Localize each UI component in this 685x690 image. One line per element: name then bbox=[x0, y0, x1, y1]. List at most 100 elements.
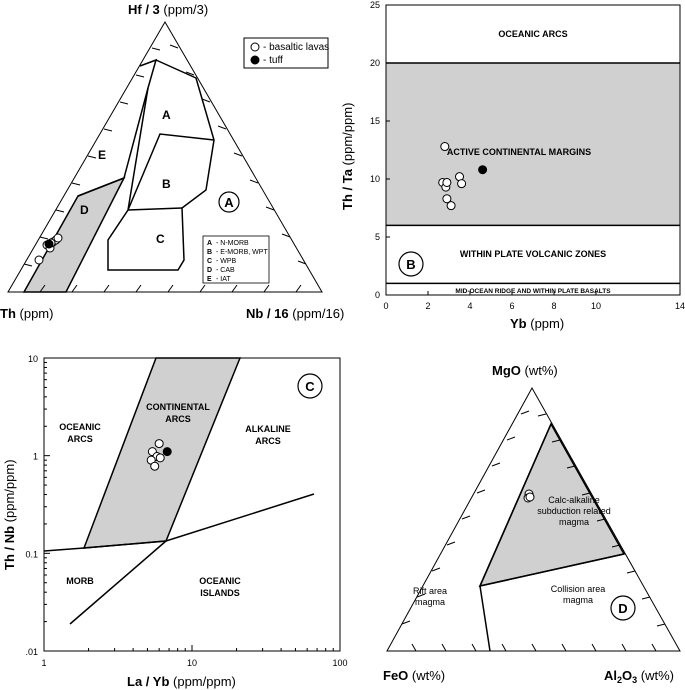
panel-d-point bbox=[525, 492, 535, 502]
panel-a-field-label-d: D bbox=[80, 203, 89, 217]
svg-text:A: A bbox=[224, 195, 234, 210]
panel-d-apex-left: FeO (wt%) bbox=[383, 668, 445, 683]
y-tick-label: 10 bbox=[370, 174, 380, 184]
panel-b-point bbox=[442, 194, 452, 204]
x-tick-label: 4 bbox=[467, 301, 472, 311]
panel-b-point bbox=[442, 177, 452, 187]
panel-c-point bbox=[150, 461, 160, 471]
panel-b-ylabel: Th / Ta (ppm/ppm) bbox=[340, 103, 355, 210]
field-key-e-label: - IAT bbox=[216, 276, 231, 283]
x-tick-label: 100 bbox=[332, 658, 347, 668]
panel-c-data-points bbox=[146, 439, 172, 471]
field-key-c-label: - WPB bbox=[216, 258, 237, 265]
field-key-c-code: C bbox=[207, 258, 212, 265]
panel-a-field-label-e: E bbox=[98, 148, 106, 162]
x-tick-label: 1 bbox=[41, 658, 46, 668]
x-tick-label: 14 bbox=[675, 301, 685, 311]
panel-d-calc-alkaline-field bbox=[478, 422, 626, 588]
panel-c-axes: 1 10 100 .01 0.1 1 10 bbox=[25, 354, 347, 668]
panel-a-field-label-c: C bbox=[156, 232, 165, 246]
panel-b-acm-band bbox=[386, 63, 680, 226]
panel-b-axes: 0 2 4 6 8 10 14 0 5 10 15 20 25 bbox=[370, 0, 685, 311]
x-tick-label: 10 bbox=[591, 301, 601, 311]
legend-open-circle-icon bbox=[250, 42, 260, 52]
panel-a-legend: - basaltic lavas - tuff bbox=[243, 37, 329, 69]
panel-c-point bbox=[155, 453, 165, 463]
svg-text:C: C bbox=[305, 379, 315, 394]
y-tick-label: 20 bbox=[370, 58, 380, 68]
panel-a-apex-top: Hf / 3 (ppm/3) bbox=[128, 2, 208, 17]
panel-d-apex-top: MgO (wt%) bbox=[492, 363, 558, 378]
legend-filled-circle-icon bbox=[250, 55, 260, 65]
panel-a-data-points bbox=[34, 233, 63, 265]
y-tick-label: 0.1 bbox=[25, 549, 38, 559]
panel-a-triangle bbox=[7, 21, 323, 293]
panel-a-badge: A bbox=[218, 191, 240, 213]
x-tick-label: 0 bbox=[383, 301, 388, 311]
y-tick-label: 5 bbox=[375, 232, 380, 242]
panel-a-field-label-b: B bbox=[162, 177, 171, 191]
panel-a-point bbox=[44, 239, 54, 249]
panel-a-tick-marks bbox=[23, 44, 307, 293]
panel-b-frame bbox=[385, 4, 681, 296]
panel-a-field-label-a: A bbox=[162, 108, 171, 122]
panel-b-data-points bbox=[438, 142, 488, 211]
panel-b-point bbox=[478, 165, 488, 175]
panel-b-xlabel: Yb (ppm) bbox=[510, 316, 564, 331]
y-tick-label: 25 bbox=[370, 0, 380, 10]
panel-a-point bbox=[53, 233, 63, 243]
panel-b-region-wpvz: WITHIN PLATE VOLCANIC ZONES bbox=[460, 249, 606, 259]
panel-d-tick-marks bbox=[401, 410, 666, 652]
y-tick-label: 1 bbox=[33, 452, 38, 462]
y-tick-label: 10 bbox=[28, 354, 38, 364]
panel-d-badge: D bbox=[610, 595, 636, 621]
panel-a-apex-left: Th (ppm) bbox=[0, 306, 53, 321]
field-key-b-code: B bbox=[207, 249, 212, 256]
svg-text:D: D bbox=[618, 601, 627, 616]
field-key-d-label: - CAB bbox=[216, 267, 235, 274]
panel-c-point bbox=[154, 439, 164, 449]
panel-d-data-points bbox=[523, 489, 535, 503]
panel-a-apex-right: Nb / 16 (ppm/16) bbox=[246, 306, 344, 321]
panel-c-point bbox=[162, 447, 172, 457]
x-tick-label: 10 bbox=[187, 658, 197, 668]
panel-d-field-boundaries bbox=[478, 423, 625, 652]
panel-b: 0 2 4 6 8 10 14 0 5 10 15 20 25 OCEANIC ARCS ACTIVE … bbox=[340, 0, 685, 331]
x-tick-label: 6 bbox=[509, 301, 514, 311]
field-key-d-code: D bbox=[207, 267, 212, 274]
x-tick-label: 2 bbox=[425, 301, 430, 311]
panel-d-triangle bbox=[386, 386, 681, 652]
panel-b-region-morb: MID-OCEAN RIDGE AND WITHIN PLATE BASALTS bbox=[455, 288, 611, 295]
field-key-e-code: E bbox=[207, 276, 212, 283]
panel-c-continental-arcs-field bbox=[82, 357, 242, 549]
panel-c-field-boundaries bbox=[44, 493, 315, 625]
panel-b-point bbox=[457, 179, 467, 189]
panel-a-field-boundaries bbox=[77, 58, 215, 271]
panel-c-badge: C bbox=[297, 373, 323, 399]
x-tick-label: 8 bbox=[551, 301, 556, 311]
panel-c-ylabel: Th / Nb (ppm/ppm) bbox=[2, 459, 17, 570]
y-tick-label: 0 bbox=[375, 290, 380, 300]
panel-c-region-morb: MORB bbox=[66, 576, 94, 586]
legend-label-tuff: - tuff bbox=[263, 55, 283, 66]
y-tick-label: 15 bbox=[370, 116, 380, 126]
y-tick-label: .01 bbox=[25, 647, 38, 657]
panel-d-apex-right: Al2O3 (wt%) bbox=[604, 668, 674, 685]
legend-label-basaltic-lavas: - basaltic lavas bbox=[263, 42, 329, 53]
panel-b-region-acm: ACTIVE CONTINENTAL MARGINS bbox=[447, 147, 591, 157]
panel-b-point bbox=[440, 142, 450, 152]
panel-a-field-d bbox=[22, 176, 126, 293]
field-key-b-label: - E-MORB, WPT bbox=[216, 249, 268, 256]
panel-b-point bbox=[446, 201, 456, 211]
panel-a-point bbox=[34, 255, 44, 265]
panel-b-region-oceanic-arcs: OCEANIC ARCS bbox=[498, 29, 567, 39]
panel-a: A B C D E Hf / 3 (ppm/3) Th (ppm) Nb / 1… bbox=[0, 2, 344, 321]
